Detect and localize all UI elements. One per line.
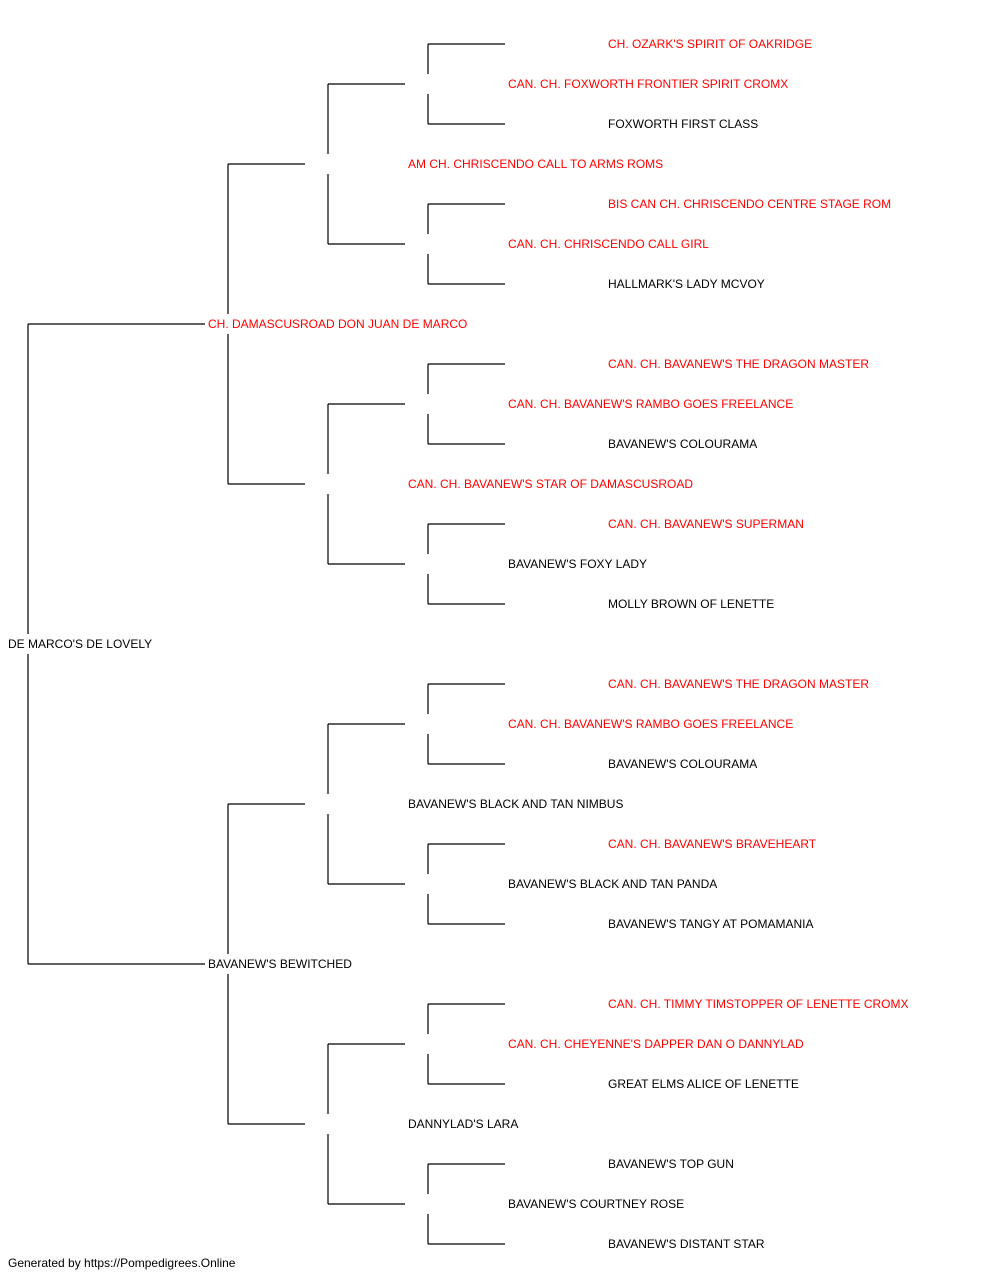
ancestor-name: CAN. CH. BAVANEW'S RAMBO GOES FREELANCE [508, 397, 793, 411]
ancestor-name: CAN. CH. BAVANEW'S SUPERMAN [608, 517, 804, 531]
ancestor-name: BAVANEW'S COURTNEY ROSE [508, 1197, 684, 1211]
ancestor-name: BAVANEW'S BEWITCHED [208, 957, 352, 971]
ancestor-name: MOLLY BROWN OF LENETTE [608, 597, 774, 611]
ancestor-name: BAVANEW'S TOP GUN [608, 1157, 734, 1171]
ancestor-name: AM CH. CHRISCENDO CALL TO ARMS ROMS [408, 157, 663, 171]
ancestor-name: BAVANEW'S BLACK AND TAN PANDA [508, 877, 717, 891]
ancestor-name: CAN. CH. TIMMY TIMSTOPPER OF LENETTE CRO… [608, 997, 908, 1011]
ancestor-name: BAVANEW'S FOXY LADY [508, 557, 647, 571]
ancestor-name: CAN. CH. FOXWORTH FRONTIER SPIRIT CROMX [508, 77, 788, 91]
generated-by-footer: Generated by https://Pompedigrees.Online [8, 1256, 236, 1270]
ancestor-name: CAN. CH. BAVANEW'S THE DRAGON MASTER [608, 357, 869, 371]
ancestor-name: FOXWORTH FIRST CLASS [608, 117, 758, 131]
ancestor-name: DANNYLAD'S LARA [408, 1117, 518, 1131]
ancestor-name: CAN. CH. BAVANEW'S RAMBO GOES FREELANCE [508, 717, 793, 731]
ancestor-name: BAVANEW'S DISTANT STAR [608, 1237, 765, 1251]
ancestor-name: CAN. CH. BAVANEW'S THE DRAGON MASTER [608, 677, 869, 691]
pedigree-connector-lines [27, 43, 505, 1245]
ancestor-name: BAVANEW'S BLACK AND TAN NIMBUS [408, 797, 623, 811]
subject-dog-name: DE MARCO'S DE LOVELY [8, 637, 152, 651]
ancestor-name: CAN. CH. BAVANEW'S STAR OF DAMASCUSROAD [408, 477, 693, 491]
ancestor-name: BIS CAN CH. CHRISCENDO CENTRE STAGE ROM [608, 197, 891, 211]
ancestor-name: BAVANEW'S COLOURAMA [608, 437, 757, 451]
ancestor-name: CH. OZARK'S SPIRIT OF OAKRIDGE [608, 37, 812, 51]
ancestor-name: BAVANEW'S TANGY AT POMAMANIA [608, 917, 813, 931]
ancestor-name: HALLMARK'S LADY MCVOY [608, 277, 765, 291]
ancestor-name: CH. DAMASCUSROAD DON JUAN DE MARCO [208, 317, 467, 331]
ancestor-name: CAN. CH. BAVANEW'S BRAVEHEART [608, 837, 817, 851]
ancestor-name: CAN. CH. CHRISCENDO CALL GIRL [508, 237, 709, 251]
ancestor-name: BAVANEW'S COLOURAMA [608, 757, 757, 771]
pedigree-labels: DE MARCO'S DE LOVELY CH. DAMASCUSROAD DON… [8, 37, 908, 1251]
ancestor-name: CAN. CH. CHEYENNE'S DAPPER DAN O DANNYLA… [508, 1037, 804, 1051]
ancestor-name: GREAT ELMS ALICE OF LENETTE [608, 1077, 799, 1091]
